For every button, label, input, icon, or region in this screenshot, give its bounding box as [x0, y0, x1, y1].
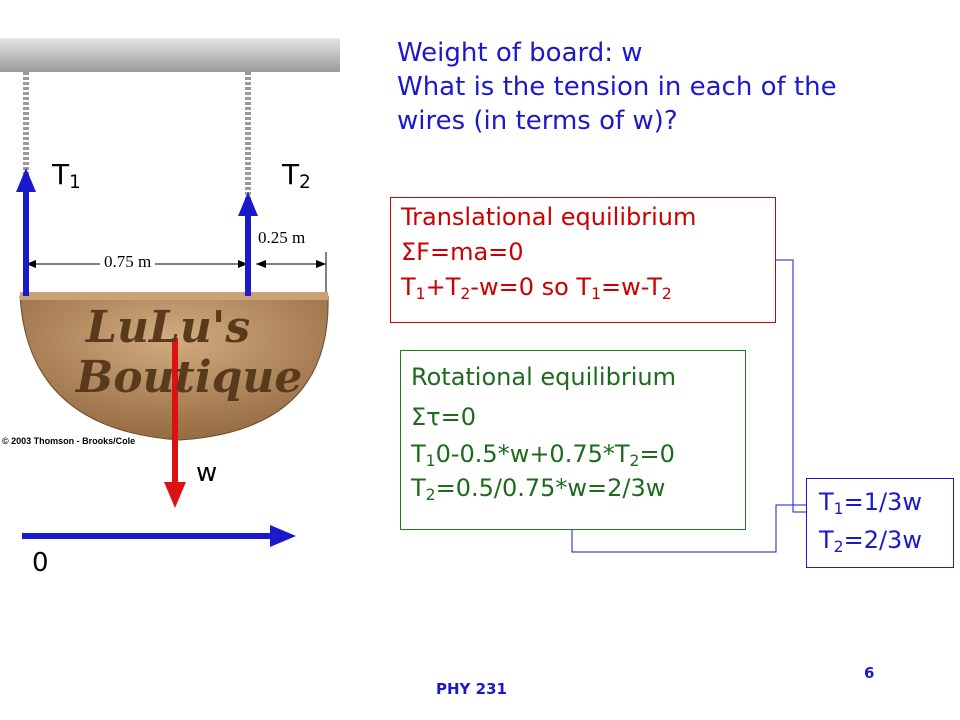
t1-label: T1: [52, 158, 81, 193]
rotational-title: Rotational equilibrium: [411, 363, 676, 391]
rotational-line-3: T2=0.5/0.75*w=2/3w: [411, 474, 666, 504]
problem-line-3: wires (in terms of w)?: [397, 106, 678, 136]
translational-equilibrium-box: Translational equilibrium ΣF=ma=0 T1+T2-…: [390, 197, 776, 323]
dimension-label-1: 0.75 m: [100, 252, 156, 272]
rotational-line-1: Στ=0: [411, 403, 476, 431]
result-box: T1=1/3w T2=2/3w: [806, 478, 954, 568]
translational-line-2: T1+T2-w=0 so T1=w-T2: [401, 273, 672, 303]
t2-label: T2: [282, 158, 311, 193]
problem-line-1: Weight of board: w: [397, 38, 643, 68]
result-line-1: T1=1/3w: [819, 488, 922, 518]
origin-label: 0: [32, 548, 49, 578]
rotational-equilibrium-box: Rotational equilibrium Στ=0 T10-0.5*w+0.…: [400, 350, 746, 530]
dimension-label-2: 0.25 m: [258, 228, 306, 247]
problem-statement: Weight of board: w What is the tension i…: [397, 36, 837, 138]
problem-line-2: What is the tension in each of the: [397, 72, 837, 102]
ceiling: [0, 38, 340, 72]
sign-text-1: LuLu's: [86, 302, 251, 353]
page-number: 6: [864, 664, 875, 682]
copyright-text: © 2003 Thomson - Brooks/Cole: [2, 436, 136, 446]
translational-line-1: ΣF=ma=0: [401, 238, 524, 266]
sign-text-2: Boutique: [76, 352, 303, 403]
course-label: PHY 231: [436, 680, 507, 698]
weight-label: w: [196, 458, 218, 488]
translational-title: Translational equilibrium: [401, 203, 697, 231]
result-line-2: T2=2/3w: [819, 526, 922, 556]
board-figure: [0, 38, 340, 547]
rotational-line-2: T10-0.5*w+0.75*T2=0: [411, 440, 675, 470]
